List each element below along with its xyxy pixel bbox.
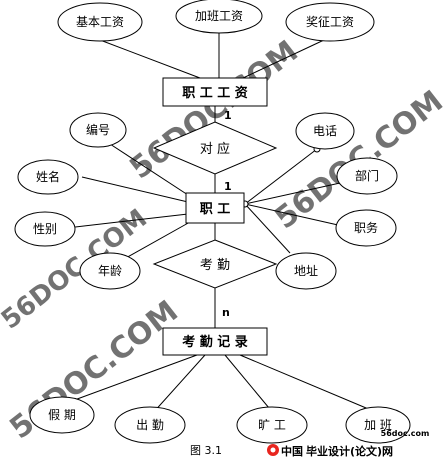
connector-lines: [57, 32, 379, 415]
cardinality-record: n: [222, 306, 230, 319]
attr-phone-label: 电话: [313, 124, 337, 138]
attr-present-label: 出 勤: [136, 418, 164, 432]
attr-age-label: 年龄: [98, 264, 122, 278]
attr-overtime-salary: 加班工资: [175, 0, 263, 34]
logo-mark-icon: [267, 444, 279, 456]
figure-caption: 图 3.1: [190, 444, 222, 457]
attr-bonus-salary-label: 奖征工资: [306, 15, 354, 29]
attr-department: 部门: [336, 157, 398, 195]
attr-address-label: 地址: [294, 264, 318, 278]
attr-gender-label: 性别: [33, 222, 57, 236]
attr-bonus-salary: 奖征工资: [285, 2, 375, 42]
entity-employee-salary-label: 职 工 工 资: [182, 85, 248, 101]
attr-id-label: 编号: [86, 122, 110, 137]
attr-leave-label: 假 期: [48, 408, 76, 422]
entity-employee-label: 职 工: [200, 202, 231, 217]
attr-id: 编号: [69, 112, 127, 148]
attr-name-label: 姓名: [36, 169, 60, 184]
relationship-corresponds: 对 应: [152, 121, 278, 175]
entity-employee-salary: 职 工 工 资: [162, 77, 268, 107]
attr-gender: 性别: [14, 211, 76, 247]
attr-position: 职务: [335, 209, 397, 247]
relationship-attendance: 考 勤: [152, 239, 278, 289]
attr-absent: 旷 工: [236, 406, 308, 444]
attr-age: 年龄: [79, 252, 141, 290]
entity-attendance-record-label: 考 勤 记 录: [182, 334, 248, 350]
cardinality-salary: 1: [224, 109, 232, 122]
attr-address: 地址: [275, 252, 337, 290]
attr-leave: 假 期: [29, 396, 95, 434]
entity-attendance-record: 考 勤 记 录: [162, 327, 268, 356]
attr-basic-salary: 基本工资: [57, 2, 143, 42]
attr-phone: 电话: [295, 112, 355, 150]
attr-overtime-label: 加 班: [364, 418, 392, 432]
relationship-attendance-label: 考 勤: [200, 258, 230, 273]
entity-employee: 职 工: [185, 192, 245, 224]
attr-name: 姓名: [17, 159, 79, 195]
attr-absent-label: 旷 工: [258, 418, 286, 432]
attr-department-label: 部门: [355, 168, 379, 183]
logo-url: 56doc.com: [381, 429, 430, 438]
relationship-corresponds-label: 对 应: [200, 141, 230, 157]
attr-overtime: 加 班: [345, 406, 411, 444]
attr-basic-salary-label: 基本工资: [76, 15, 124, 29]
logo-brand-main: 毕业设计(论文)网: [306, 444, 393, 458]
logo-brand-red: 中国: [281, 444, 303, 458]
attr-position-label: 职务: [354, 220, 378, 235]
site-logo: 56doc.com 中国 毕业设计(论文)网: [267, 429, 429, 458]
attr-present: 出 勤: [114, 406, 186, 444]
attr-overtime-salary-label: 加班工资: [195, 9, 243, 23]
cardinality-employee: 1: [224, 180, 232, 193]
